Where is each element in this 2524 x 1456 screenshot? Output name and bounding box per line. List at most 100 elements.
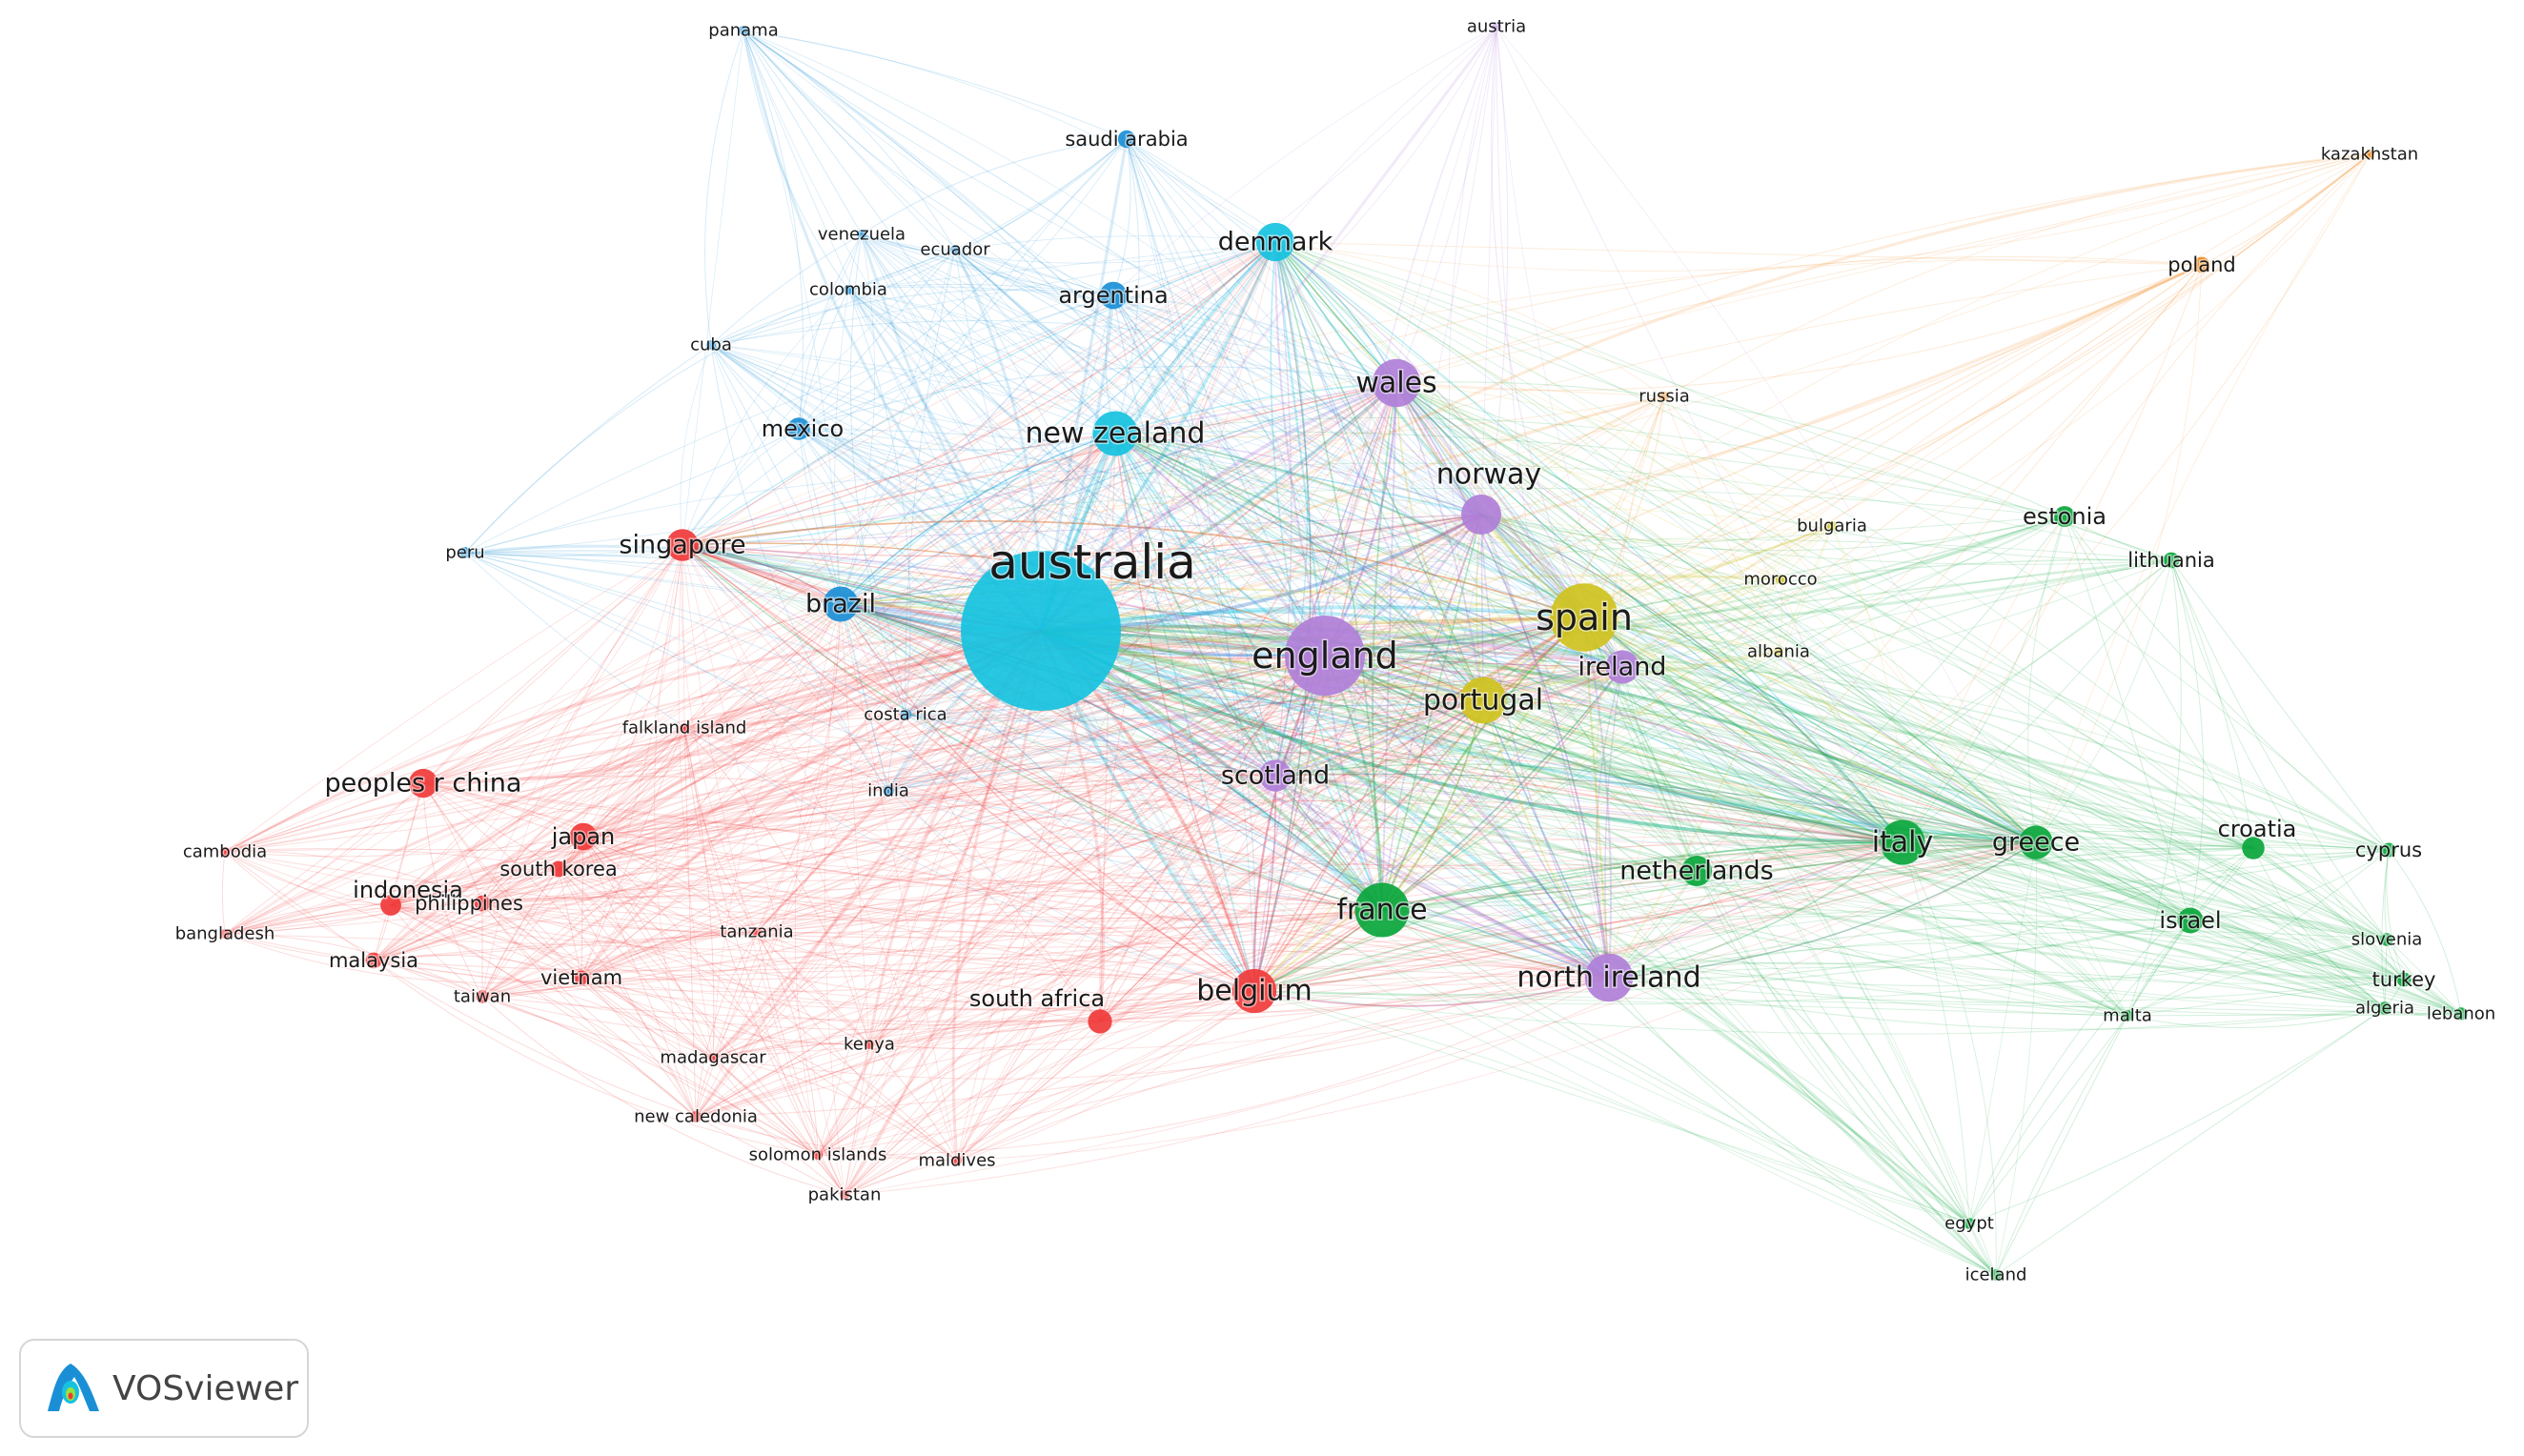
node-south-africa[interactable]	[1088, 1009, 1112, 1034]
link-bulgaria-new-zealand	[1114, 433, 1833, 527]
link-bangladesh-wales	[224, 382, 1397, 935]
link-morocco-new-zealand	[1114, 433, 1781, 580]
node-maldives[interactable]	[951, 1155, 963, 1166]
link-bangladesh-england	[224, 655, 1326, 935]
node-singapore[interactable]	[666, 529, 699, 561]
link-bangladesh-ireland	[224, 666, 1623, 935]
node-croatia[interactable]	[2242, 837, 2265, 859]
link-pakistan-philippines	[481, 902, 845, 1196]
node-cambodia[interactable]	[219, 846, 231, 858]
node-mexico[interactable]	[787, 417, 810, 440]
node-north-ireland[interactable]	[1584, 953, 1634, 1002]
node-albania[interactable]	[1773, 646, 1784, 657]
node-kazakhstan[interactable]	[2364, 149, 2375, 160]
node-solomon-islands[interactable]	[812, 1149, 824, 1161]
link-colombia-ecuador	[847, 249, 956, 291]
node-costa-rica[interactable]	[900, 709, 911, 720]
node-morocco[interactable]	[1775, 574, 1786, 585]
node-venezuela[interactable]	[856, 229, 867, 240]
link-denmark-singapore	[682, 241, 1276, 546]
node-spain[interactable]	[1550, 583, 1618, 652]
node-iceland[interactable]	[1990, 1269, 2002, 1281]
link-venezuela-brazil	[840, 233, 875, 605]
link-saudi-arabia-scotland	[1126, 138, 1276, 777]
link-colombia-costa-rica	[847, 289, 911, 716]
node-bulgaria[interactable]	[1826, 520, 1838, 532]
link-india-france	[887, 790, 1383, 911]
node-peru[interactable]	[459, 547, 471, 558]
node-india[interactable]	[883, 785, 894, 797]
node-tanzania[interactable]	[751, 926, 763, 938]
node-bangladesh[interactable]	[219, 928, 231, 940]
link-japan-greece	[582, 752, 2037, 843]
link-panama-ireland	[743, 30, 1623, 668]
node-slovenia[interactable]	[2380, 933, 2393, 946]
node-norway[interactable]	[1461, 495, 1501, 535]
node-portugal[interactable]	[1459, 677, 1507, 724]
link-lebanon-denmark	[1274, 241, 2462, 1015]
node-wales[interactable]	[1372, 358, 1421, 408]
node-ireland[interactable]	[1605, 650, 1639, 684]
link-malta-denmark	[1274, 241, 2128, 1017]
node-egypt[interactable]	[1964, 1218, 1975, 1229]
node-poland[interactable]	[2193, 256, 2210, 273]
link-falkland-island-singapore	[682, 544, 685, 729]
node-new-caledonia[interactable]	[690, 1111, 702, 1122]
node-netherlands[interactable]	[1681, 856, 1712, 886]
link-turkey-spain	[1583, 617, 2405, 981]
node-turkey[interactable]	[2396, 972, 2412, 987]
link-singapore-norway	[682, 514, 1482, 557]
link-iceland-brazil	[840, 603, 1997, 1276]
node-peoples-r-china[interactable]	[408, 768, 438, 799]
node-argentina[interactable]	[1099, 281, 1128, 310]
node-austria[interactable]	[1491, 21, 1502, 32]
node-greece[interactable]	[2019, 825, 2053, 859]
node-panama[interactable]	[738, 25, 749, 36]
node-south-korea[interactable]	[550, 860, 567, 878]
node-brazil[interactable]	[823, 586, 859, 622]
link-peoples-r-china-australia	[422, 629, 1042, 785]
link-kenya-wales	[868, 382, 1397, 1045]
node-algeria[interactable]	[2378, 1001, 2392, 1015]
node-scotland[interactable]	[1259, 759, 1292, 792]
node-indonesia[interactable]	[380, 895, 401, 916]
node-england[interactable]	[1285, 616, 1365, 696]
link-falkland-island-kenya	[683, 727, 870, 1045]
node-france[interactable]	[1354, 882, 1410, 938]
node-malta[interactable]	[2122, 1010, 2133, 1021]
node-colombia[interactable]	[843, 284, 854, 295]
link-north-ireland-ireland	[1604, 666, 1623, 979]
node-saudi-arabia[interactable]	[1117, 130, 1136, 149]
node-italy[interactable]	[1880, 819, 1925, 865]
node-pakistan[interactable]	[839, 1189, 850, 1201]
node-kenya[interactable]	[864, 1039, 875, 1050]
node-madagascar[interactable]	[707, 1052, 719, 1063]
node-ecuador[interactable]	[949, 244, 961, 255]
node-cuba[interactable]	[705, 339, 717, 351]
node-malaysia[interactable]	[365, 952, 382, 969]
link-estonia-scotland	[1274, 516, 2066, 777]
link-south-africa-england	[1099, 655, 1326, 1022]
node-falkland-island[interactable]	[679, 722, 690, 734]
node-lebanon[interactable]	[2454, 1007, 2468, 1021]
link-peru-denmark	[464, 241, 1276, 554]
node-new-zealand[interactable]	[1092, 411, 1138, 456]
node-australia[interactable]	[961, 551, 1121, 711]
link-spain-greece	[1583, 617, 2037, 843]
link-egypt-australia	[1040, 629, 1970, 1225]
node-estonia[interactable]	[2054, 506, 2075, 527]
link-costa-rica-north-ireland	[905, 714, 1610, 979]
node-taiwan[interactable]	[476, 990, 489, 1003]
node-lithuania[interactable]	[2163, 552, 2180, 569]
link-belgium-portugal	[1253, 699, 1484, 992]
node-belgium[interactable]	[1231, 968, 1277, 1014]
node-cyprus[interactable]	[2381, 842, 2396, 858]
node-denmark[interactable]	[1255, 222, 1295, 262]
node-israel[interactable]	[2177, 907, 2204, 934]
node-philippines[interactable]	[474, 895, 491, 912]
link-cyprus-greece	[2035, 841, 2390, 851]
node-russia[interactable]	[1659, 391, 1670, 402]
link-pakistan-north-ireland	[844, 977, 1610, 1196]
node-japan[interactable]	[569, 822, 598, 851]
node-vietnam[interactable]	[574, 970, 589, 985]
